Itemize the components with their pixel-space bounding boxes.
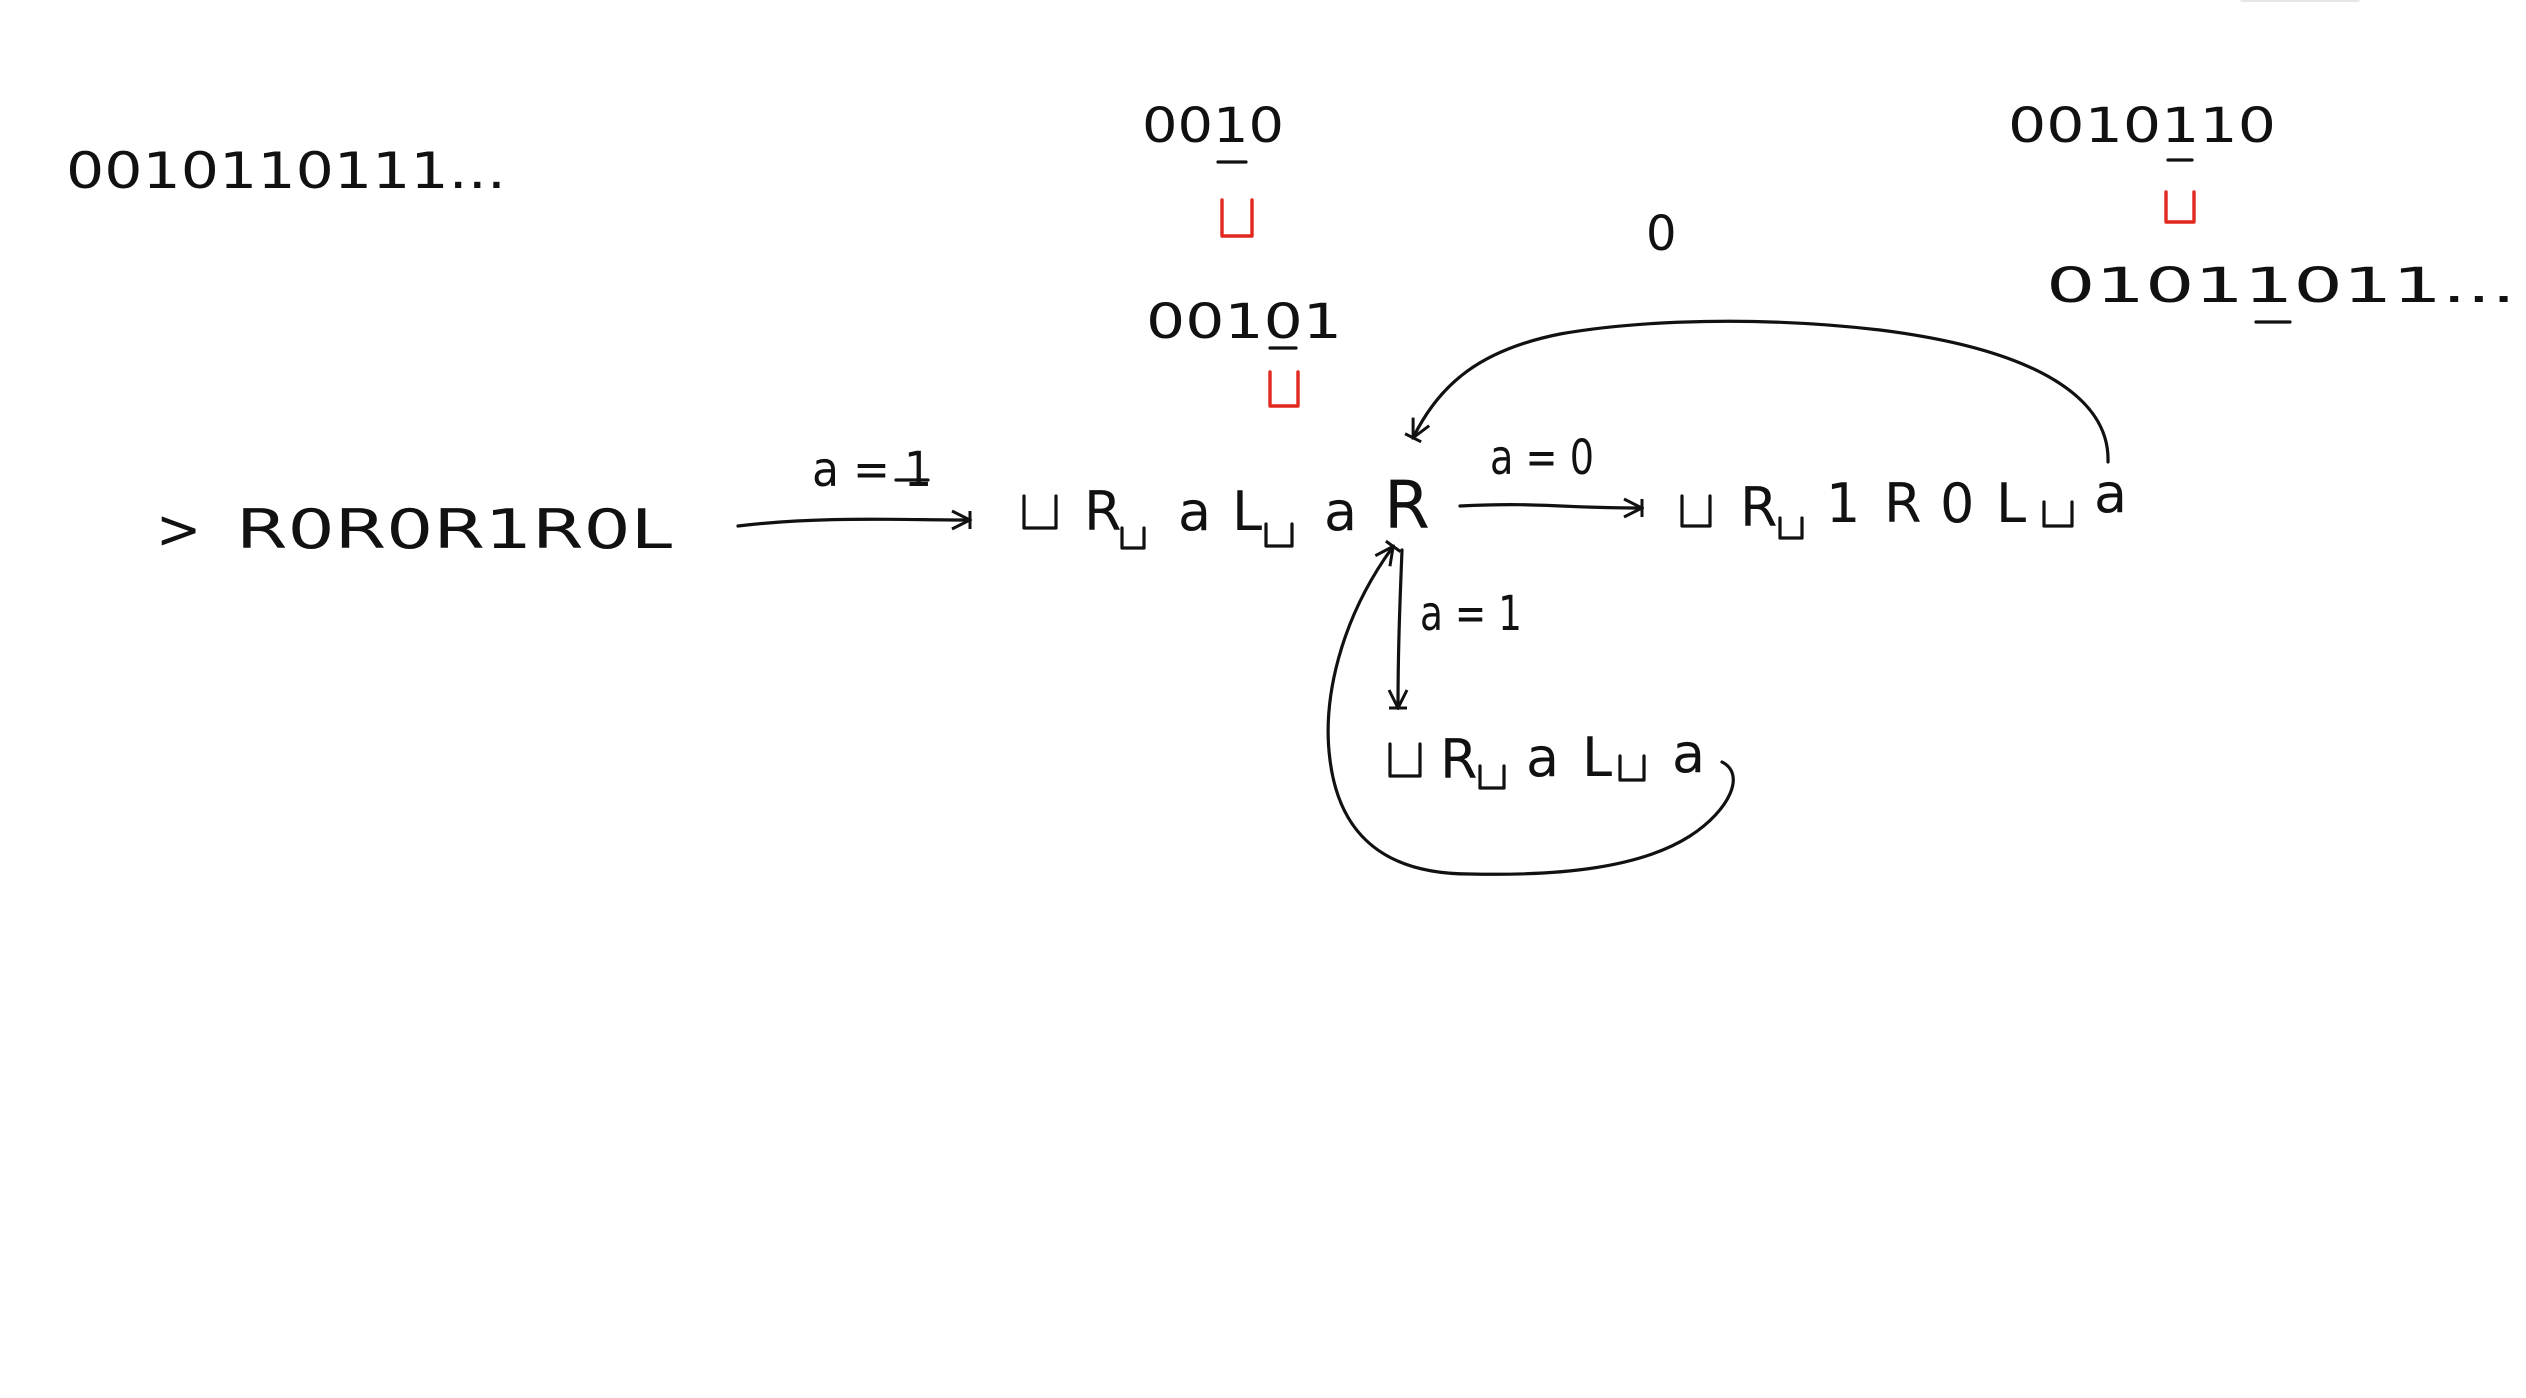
state-b-piece-5: L bbox=[1996, 472, 2026, 535]
tape-snapshot-3: 0010110 bbox=[2008, 98, 2276, 224]
state-c-piece-4: a bbox=[1672, 722, 1705, 785]
blank-subscript bbox=[1618, 754, 1646, 782]
edge-state-a-to-b: a = 0 bbox=[1458, 430, 1640, 508]
start-machine: > R0R0R1R0L bbox=[156, 498, 672, 561]
state-a-piece-4: a bbox=[1324, 480, 1357, 543]
start-program: R0R0R1R0L bbox=[236, 498, 672, 561]
state-c-piece-1: R bbox=[1440, 728, 1478, 791]
blank-subscript bbox=[1778, 516, 1804, 540]
blank-symbol bbox=[1388, 742, 1422, 778]
tape-snapshot-1: 0010 bbox=[1142, 98, 1284, 238]
state-a-piece-3: L bbox=[1232, 480, 1262, 543]
snapshot-1-text: 0010 bbox=[1142, 98, 1284, 154]
window-tab-edge bbox=[2240, 0, 2360, 2]
state-b-piece-4: 0 bbox=[1940, 472, 1974, 535]
state-b-piece-3: R bbox=[1884, 472, 1922, 535]
tape-sequence: 0010110111... bbox=[66, 142, 506, 200]
state-a-piece-5: R bbox=[1384, 467, 1430, 544]
blank-symbol-red-1 bbox=[1220, 198, 1254, 238]
state-c: R a L a bbox=[1388, 722, 1705, 791]
state-c-piece-3: L bbox=[1582, 726, 1612, 789]
blank-symbol-red-2 bbox=[1268, 370, 1300, 408]
edge-label-start-to-a: a = 1 bbox=[812, 442, 932, 498]
tape-snapshot-4: 01011011... bbox=[2046, 258, 2516, 324]
state-b-piece-2: 1 bbox=[1826, 472, 1860, 535]
state-a-piece-1: R bbox=[1084, 480, 1122, 543]
edge-start-to-state-a: a = 1 bbox=[736, 442, 968, 526]
stray-digit: 0 bbox=[1646, 206, 1677, 262]
state-a-piece-2: a bbox=[1178, 480, 1211, 543]
tape-snapshot-2: 00101 bbox=[1146, 294, 1342, 408]
snapshot-2-text: 00101 bbox=[1146, 294, 1342, 350]
blank-symbol bbox=[1680, 494, 1712, 528]
snapshot-4-text: 01011011... bbox=[2046, 258, 2516, 314]
state-a: R a L a R bbox=[1022, 467, 1430, 550]
snapshot-3-text: 0010110 bbox=[2008, 98, 2276, 154]
edge-state-b-loop-to-a bbox=[1414, 319, 2110, 464]
blank-subscript bbox=[1264, 522, 1294, 548]
state-b-piece-6: a bbox=[2094, 462, 2127, 525]
state-c-piece-2: a bbox=[1526, 726, 1559, 789]
blank-subscript bbox=[1120, 526, 1146, 550]
blank-symbol bbox=[1022, 494, 1058, 530]
edge-state-c-loop-to-a bbox=[1326, 548, 1735, 876]
edge-state-a-to-c: a = 1 bbox=[1398, 548, 1522, 706]
edge-label-a-to-b: a = 0 bbox=[1490, 430, 1594, 486]
state-b-piece-1: R bbox=[1740, 476, 1778, 539]
start-marker: > bbox=[156, 498, 201, 561]
edge-label-a-to-c: a = 1 bbox=[1420, 586, 1522, 642]
blank-subscript bbox=[1478, 764, 1506, 790]
state-b: R 1 R 0 L a bbox=[1680, 462, 2127, 540]
blank-subscript bbox=[2042, 500, 2074, 528]
blank-symbol-red-3 bbox=[2164, 190, 2196, 224]
